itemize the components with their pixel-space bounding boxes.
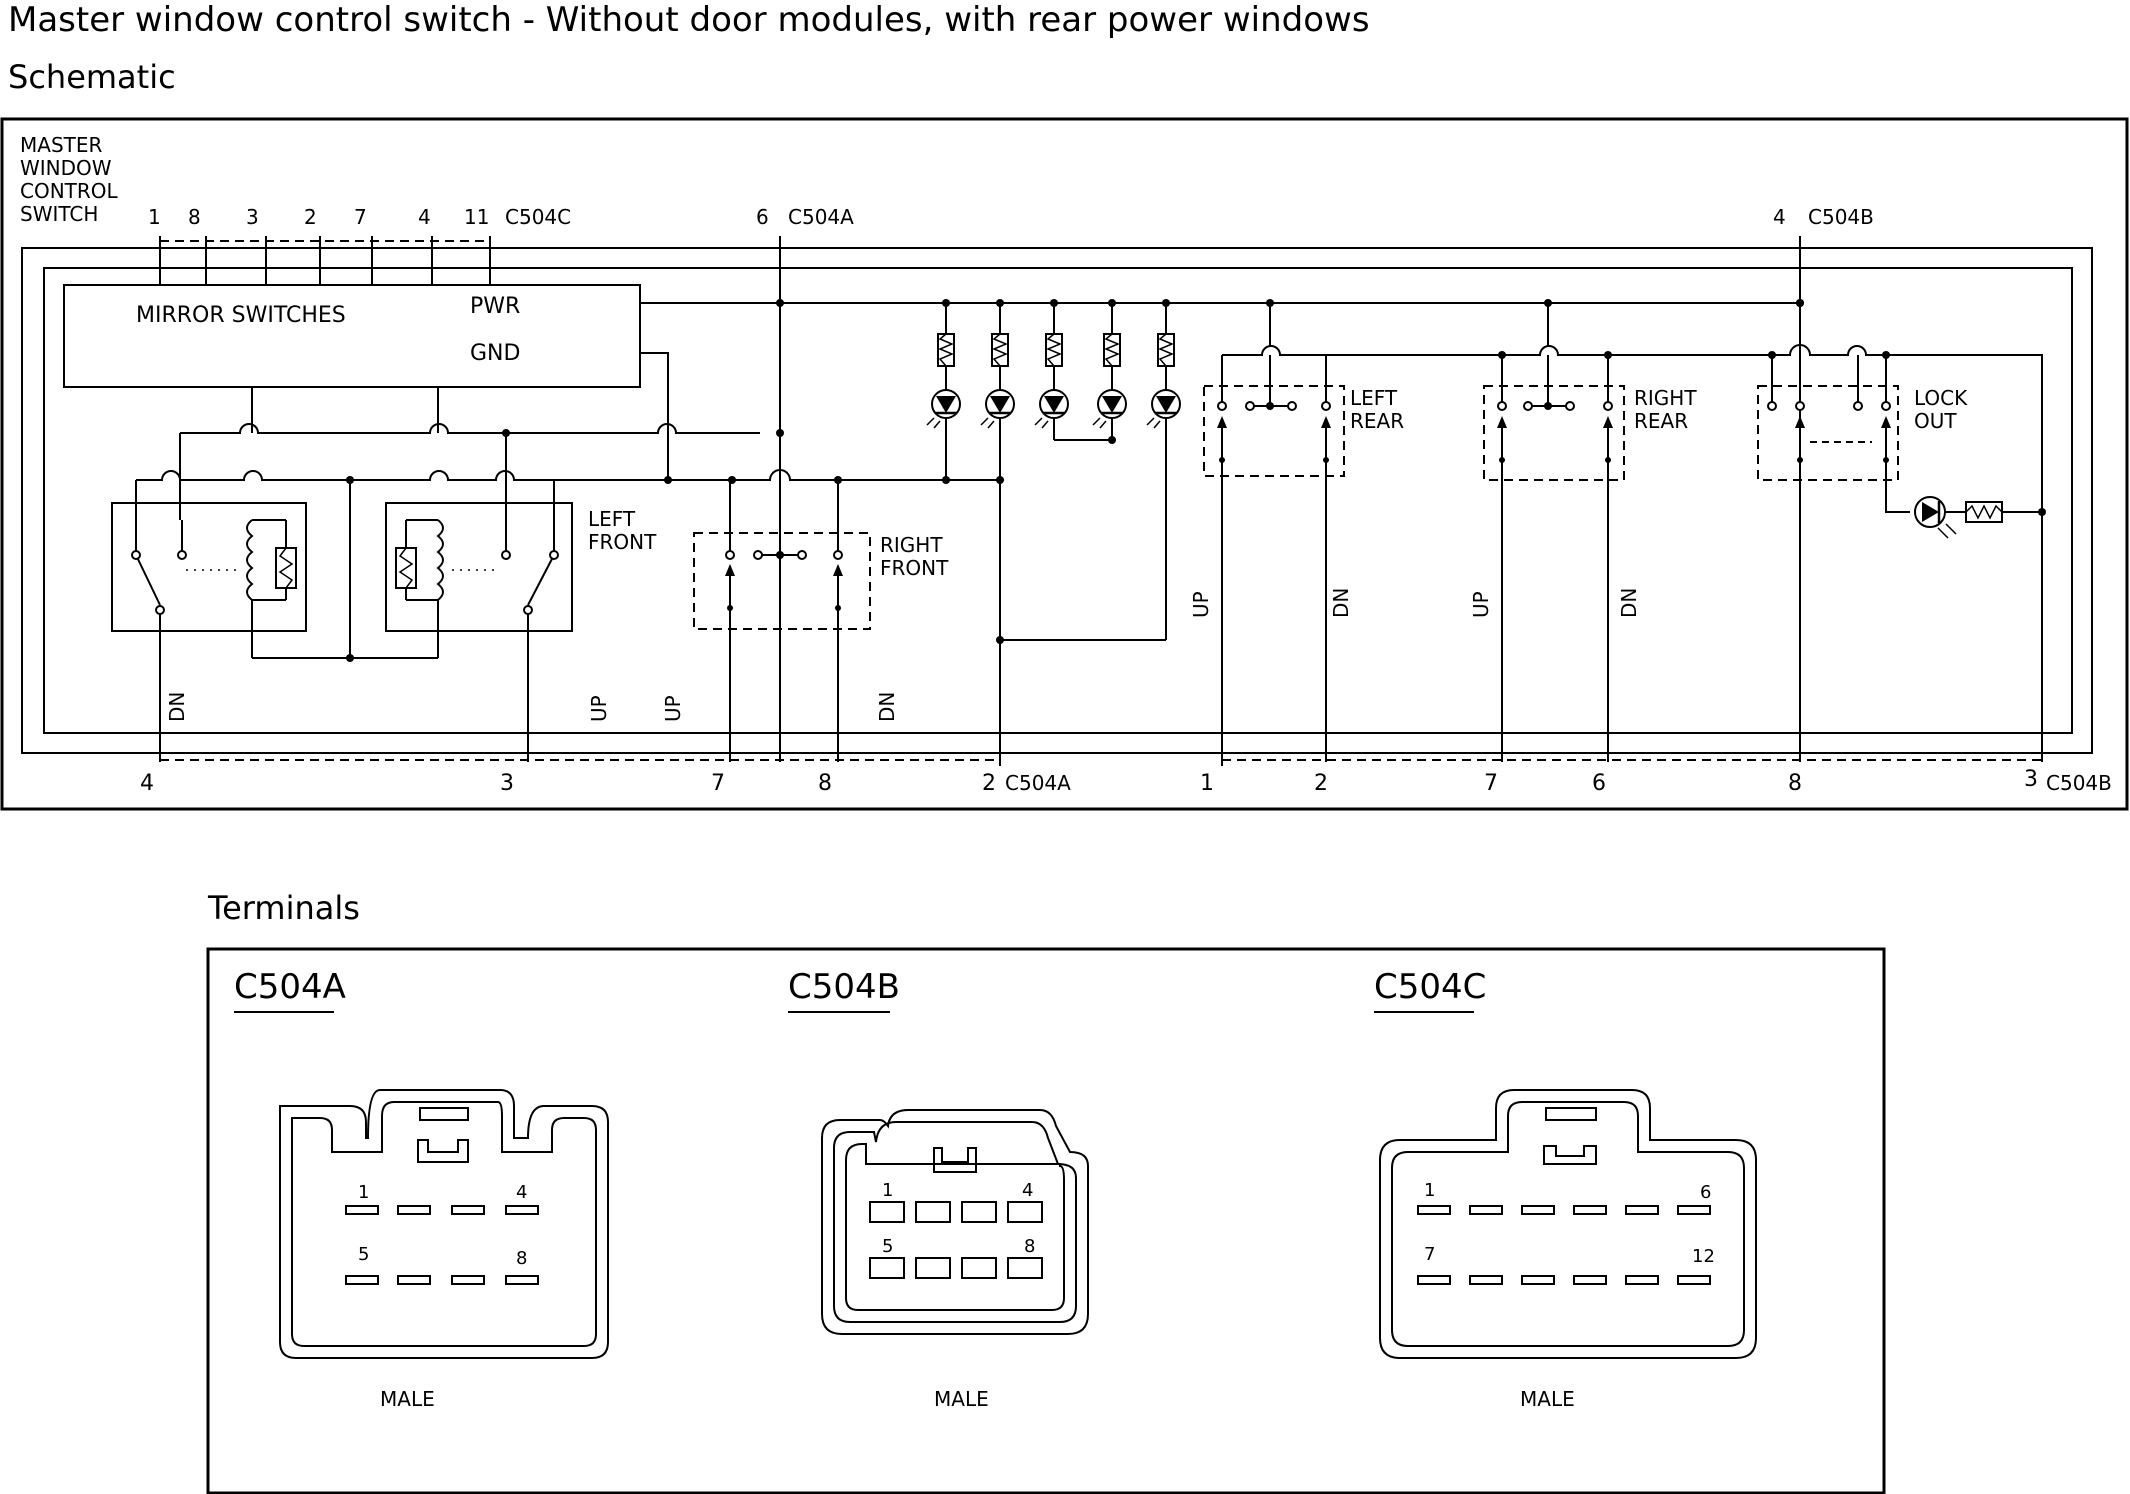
right-rear-label-2: REAR [1634,409,1688,433]
wire-label-up: UP [1189,591,1213,618]
terminal-title: C504C [1374,967,1486,1007]
pin-number: 6 [1700,1182,1711,1203]
connector-label-c504a-bottom: C504A [1005,771,1071,795]
pin-number: 1 [882,1180,893,1201]
pin-label: 2 [982,771,996,796]
lock-out-switch [1757,351,2046,762]
component-label-line-2: WINDOW [20,156,112,180]
right-rear-label-1: RIGHT [1634,386,1697,410]
terminal-c504b: C504B 1 4 5 8 MALE [788,967,1089,1411]
terminals-heading: Terminals [208,889,360,927]
wire-label-dn: DN [1329,588,1353,618]
pin-label: 1 [1200,771,1214,796]
lock-out-label-1: LOCK [1914,386,1968,410]
terminal-title: C504A [234,967,346,1007]
pin-label: 8 [188,205,201,229]
right-front-switch [693,480,871,762]
pin-number: 1 [1424,1180,1435,1201]
pin-label: 4 [418,205,431,229]
connector-label-c504b-bottom: C504B [2046,771,2112,795]
pin-number: 5 [882,1236,893,1257]
rear-feed-line [1222,344,2043,512]
pin-number: 7 [1424,1244,1435,1265]
lock-out-label-2: OUT [1914,409,1957,433]
pin-label: 6 [1592,771,1606,796]
pin-label: 1 [148,205,161,229]
indicator-leds [925,299,1182,644]
lower-bus [135,387,1004,555]
pin-label: 7 [1484,771,1498,796]
component-label-line-1: MASTER [20,133,102,157]
schematic-frame [0,117,2129,811]
pin-label-c504a-6: 6 [756,205,769,229]
pwr-label: PWR [470,294,520,319]
pin-number: 12 [1692,1246,1715,1267]
pin-number: 4 [516,1182,527,1203]
pin-label: 3 [2024,767,2038,792]
wire-label-dn: DN [1617,588,1641,618]
pin-label-c504b-4: 4 [1773,205,1786,229]
pin-label: 7 [354,205,367,229]
mirror-switches-label: MIRROR SWITCHES [136,303,346,328]
wire-label-up: UP [587,695,611,722]
right-front-label-1: RIGHT [880,533,943,557]
component-label-line-3: CONTROL [20,179,119,203]
connector-label-c504b-top: C504B [1808,205,1874,229]
terminal-gender: MALE [1520,1387,1575,1411]
left-front-switch-passenger [385,433,573,762]
terminal-title: C504B [788,967,900,1007]
right-front-label-2: FRONT [880,556,949,580]
pin-label: 8 [1788,771,1802,796]
switch-housing-inner [43,267,2073,734]
pin-label: 7 [711,771,725,796]
terminal-c504c: C504C 1 6 7 12 MALE [1374,967,1757,1411]
bottom-pins: 4 3 7 8 2 C504A 1 2 7 6 8 3 C504B [140,480,2112,796]
pin-label: 4 [140,771,154,796]
pin-label: 8 [818,771,832,796]
left-front-label-2: FRONT [588,530,657,554]
mirror-switches-box [63,284,641,388]
pin-label: 2 [304,205,317,229]
wire-label-up: UP [1469,591,1493,618]
wire-direction-labels: DN UP UP DN UP DN UP DN [165,588,1641,722]
wire-label-dn: DN [875,692,899,722]
gnd-label: GND [470,341,520,366]
component-label-line-4: SWITCH [20,202,98,226]
pin-number: 4 [1022,1180,1033,1201]
terminal-c504a: C504A 1 4 5 8 MALE [234,967,609,1411]
left-rear-label-1: LEFT [1350,386,1398,410]
page-title: Master window control switch - Without d… [8,0,1370,40]
pin-number: 8 [516,1248,527,1269]
pin-label: 3 [246,205,259,229]
pin-number: 5 [358,1244,369,1265]
left-rear-label-2: REAR [1350,409,1404,433]
pin-label: 11 [464,205,489,229]
left-rear-switch [1203,355,1345,762]
pin-label: 2 [1314,771,1328,796]
left-front-switch-driver [111,480,438,762]
right-rear-switch [1483,351,1625,762]
terminals-frame [206,947,1886,1494]
terminal-gender: MALE [380,1387,435,1411]
pin-number: 1 [358,1182,369,1203]
schematic-heading: Schematic [8,58,176,96]
wire-label-dn: DN [165,692,189,722]
switch-housing-outer [21,247,2093,754]
wire-label-up: UP [661,695,685,722]
pin-label: 3 [500,771,514,796]
connector-label-c504a-top: C504A [788,205,854,229]
terminal-gender: MALE [934,1387,989,1411]
left-front-label-1: LEFT [588,507,636,531]
connector-label-c504c: C504C [505,205,571,229]
c504c-top-pins: 1 8 3 2 7 4 11 C504C [148,205,571,285]
pin-number: 8 [1024,1236,1035,1257]
